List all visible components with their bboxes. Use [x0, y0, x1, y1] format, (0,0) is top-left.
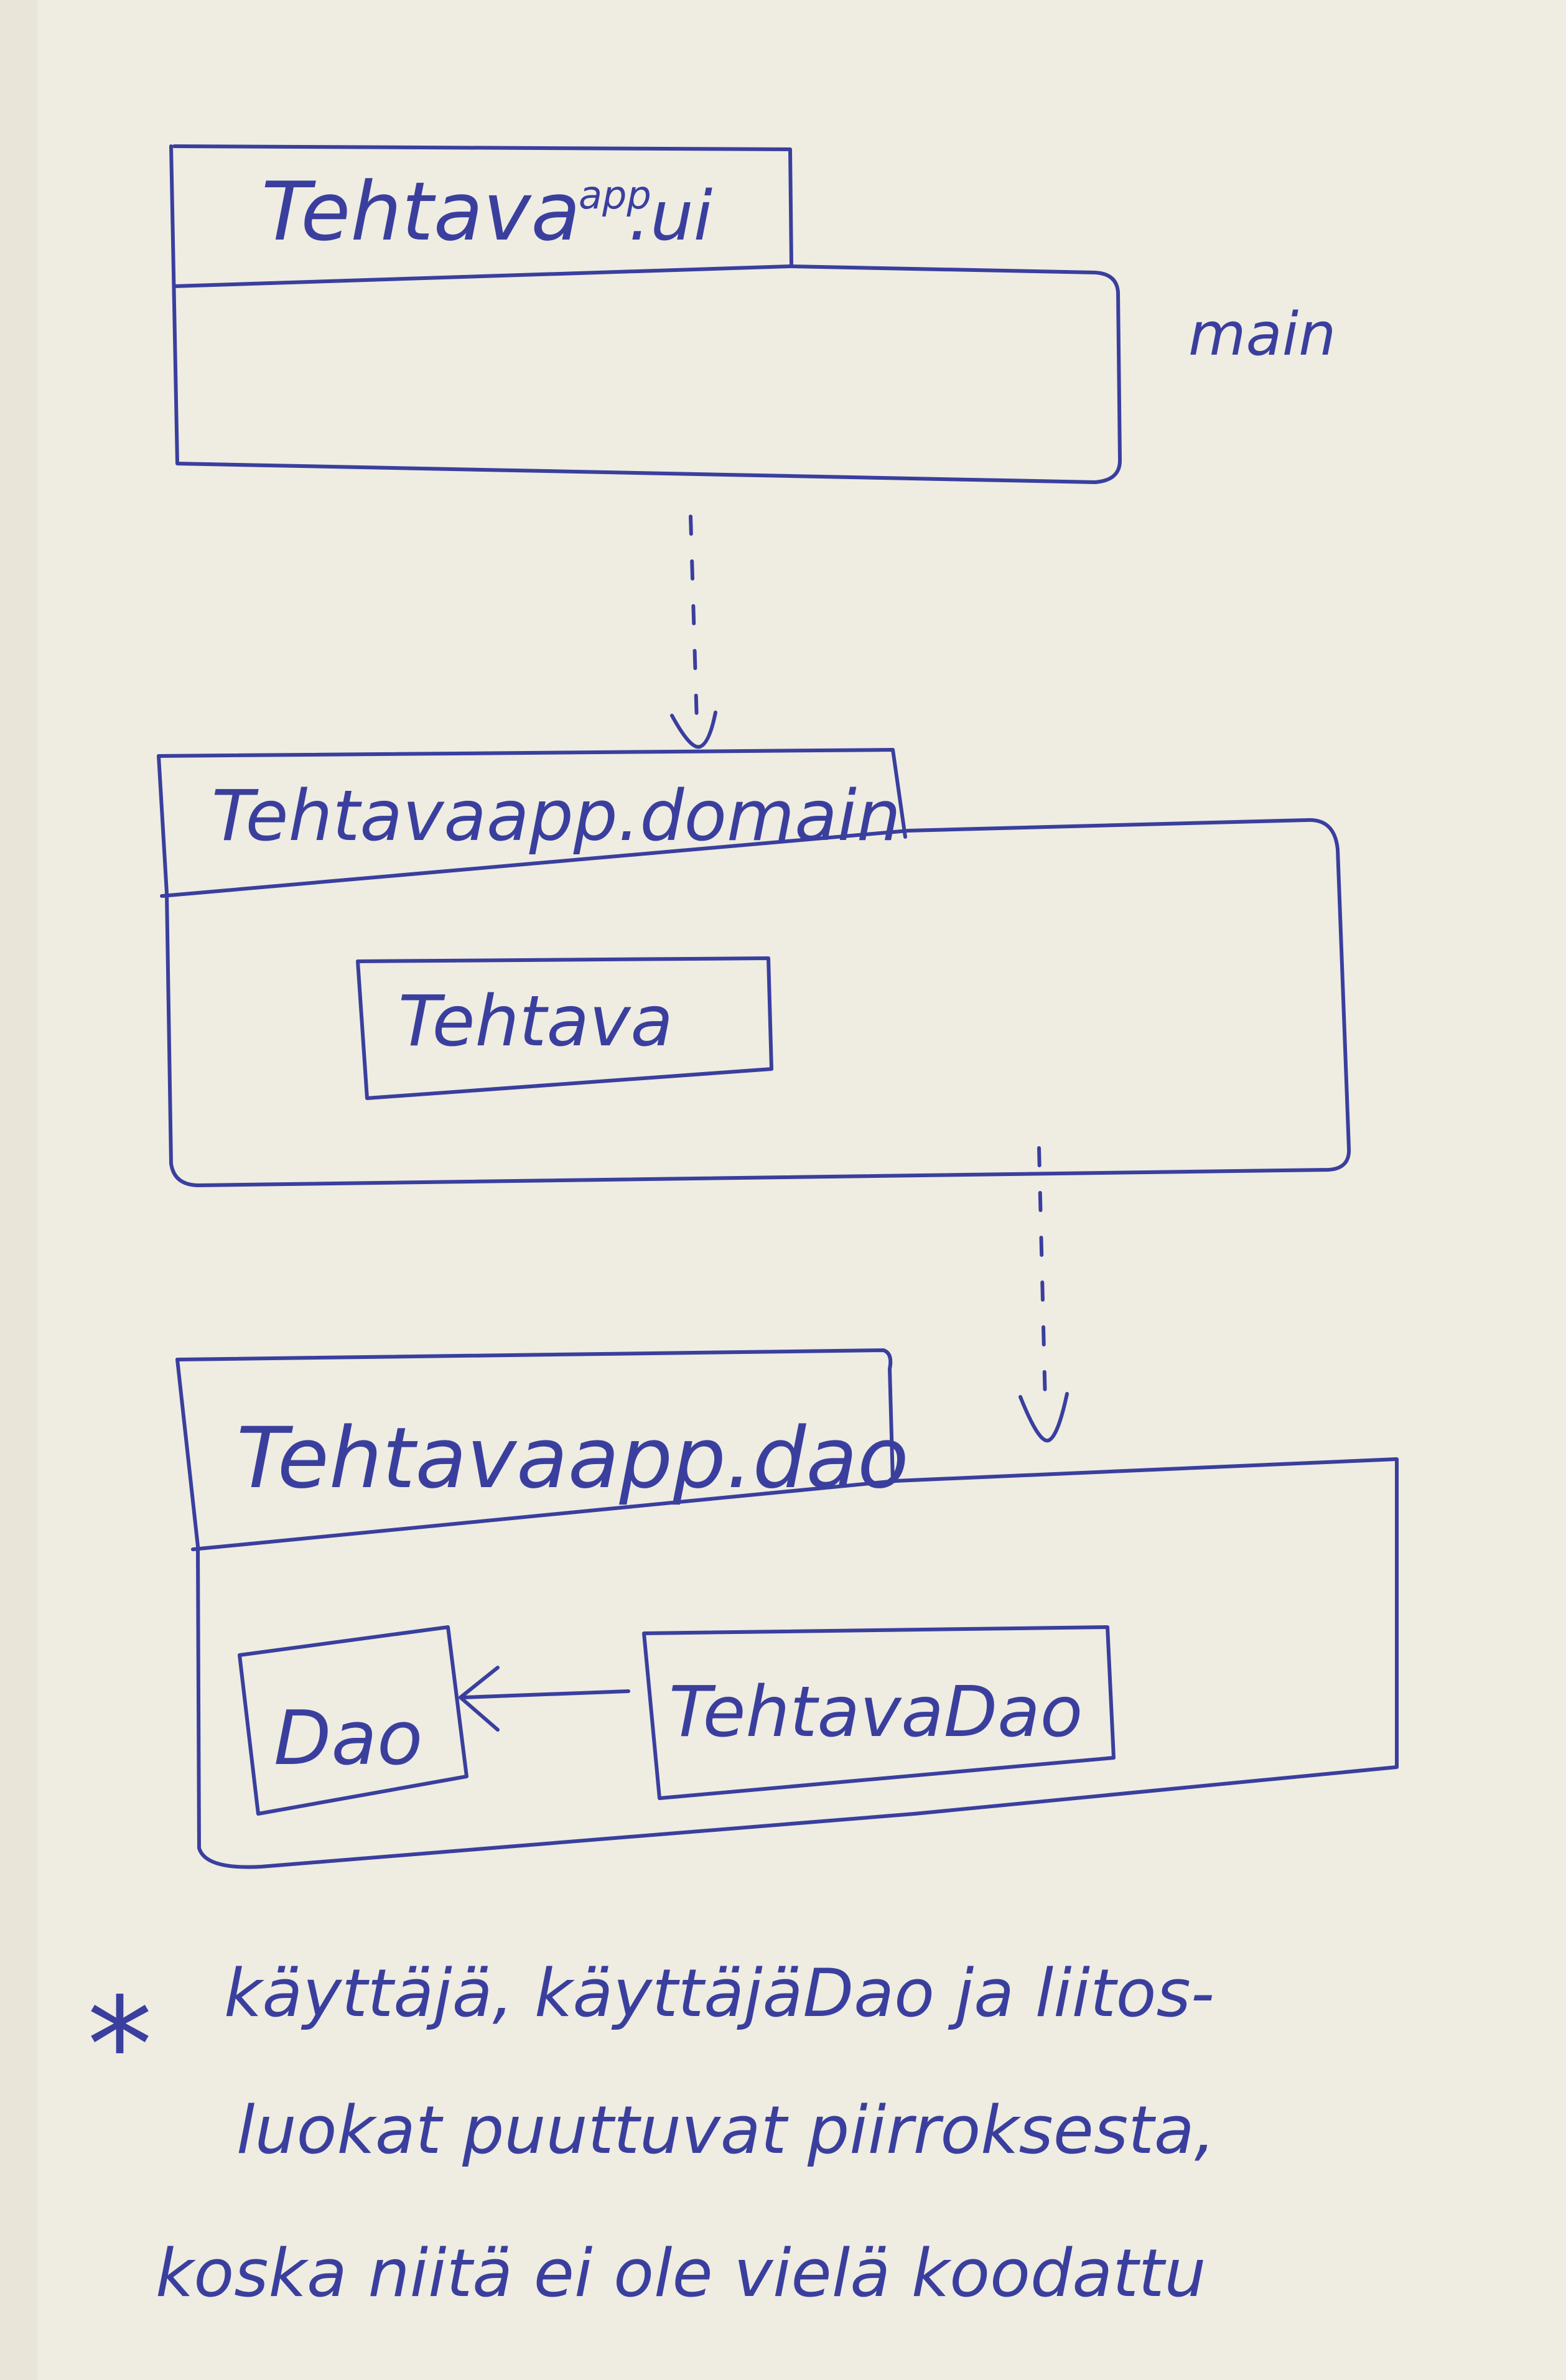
package-domain-name: Tehtavaapp.domain — [212, 776, 901, 857]
class-dao-box — [238, 1625, 468, 1816]
class-tehtavadao-name: TehtavaDao — [669, 1672, 1083, 1753]
footnote-line-3: koska niitä ei ole vielä koodattu — [156, 2235, 1206, 2312]
footnote-star-icon: * — [87, 1969, 152, 2122]
arrowhead-icon — [1018, 1392, 1069, 1443]
package-ui-name-suffix: .ui — [628, 176, 713, 256]
package-ui: Tehtava app .ui main — [169, 144, 1336, 484]
dependency-arrow-domain-to-dao — [1018, 1146, 1069, 1443]
package-domain-body — [157, 754, 1351, 1187]
package-dao-tab — [175, 1348, 895, 1483]
package-domain: Tehtavaapp.domain Tehtava — [157, 748, 1351, 1187]
package-ui-note-main: main — [1188, 301, 1336, 369]
package-ui-name: Tehtava — [261, 164, 580, 259]
realization-line — [462, 1689, 630, 1699]
arrowhead-icon — [670, 711, 717, 749]
arrowhead-icon — [459, 1666, 500, 1732]
footnote: * käyttäjä, käyttäjäDao ja liitos- luoka… — [87, 1955, 1215, 2312]
dependency-line — [689, 515, 699, 724]
class-tehtava-box — [356, 956, 773, 1100]
footnote-line-1: käyttäjä, käyttäjäDao ja liitos- — [224, 1955, 1214, 2032]
class-dao-name: Dao — [274, 1696, 422, 1782]
package-dao-name: Tehtavaapp.dao — [236, 1409, 909, 1507]
package-ui-body — [169, 144, 1122, 484]
dependency-line — [1037, 1146, 1047, 1405]
package-dao: Tehtavaapp.dao Dao TehtavaDao — [175, 1348, 1399, 1869]
package-ui-name-superscript: app — [579, 172, 651, 218]
class-tehtavadao-box — [642, 1625, 1116, 1800]
footnote-line-2: luokat puuttuvat piirroksesta, — [236, 2092, 1215, 2168]
package-dao-body — [175, 1358, 1399, 1869]
dependency-arrow-ui-to-domain — [670, 515, 717, 749]
class-tehtava-name: Tehtava — [398, 981, 673, 1062]
package-ui-tab — [172, 144, 793, 266]
package-domain-tab — [157, 748, 907, 839]
paper-edge-shade — [0, 0, 37, 2380]
